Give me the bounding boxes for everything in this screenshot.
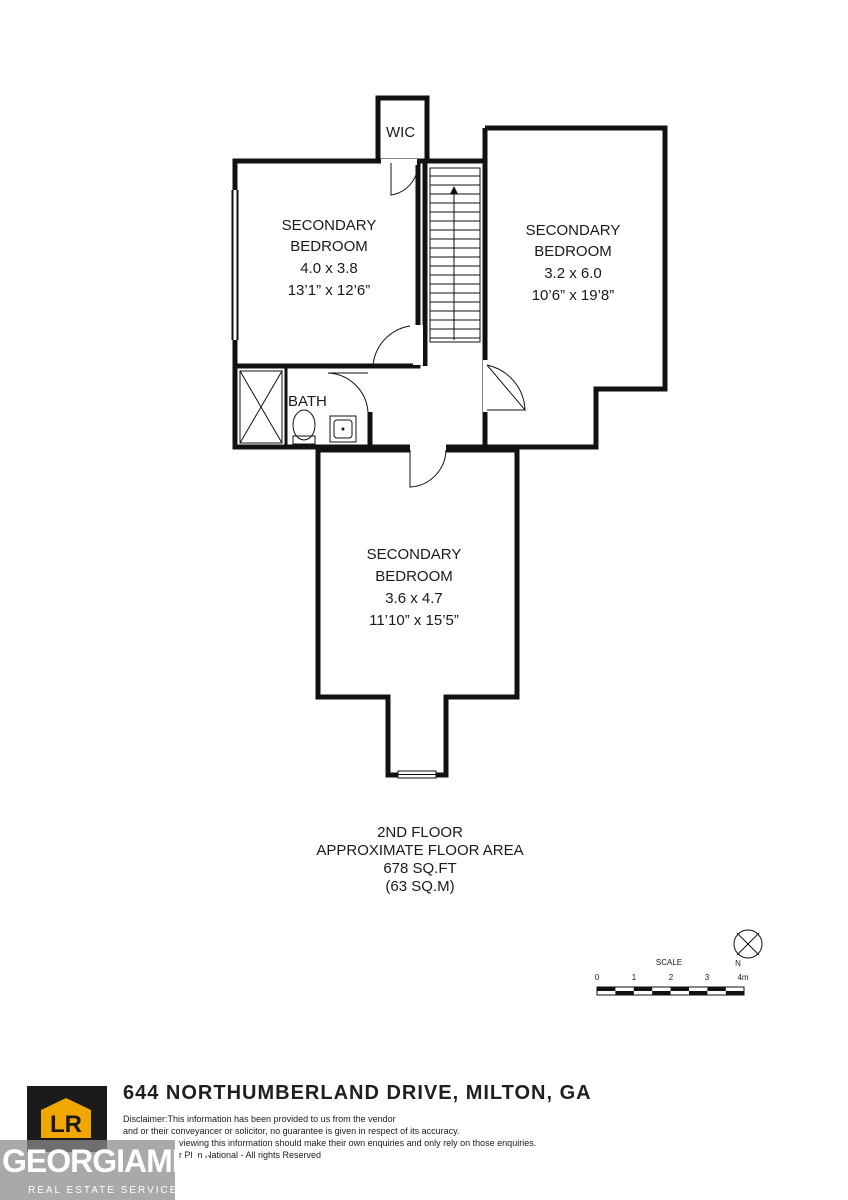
bedroom-bottom-imperial: 11’10” x 15’5”: [369, 612, 459, 629]
bedroom-left-metric: 4.0 x 3.8: [300, 260, 358, 277]
scale-tick-1: 1: [632, 973, 637, 982]
disclaimer-line-3: viewing this information should make the…: [179, 1138, 537, 1148]
floor-area-sqft: 678 SQ.FT: [383, 860, 457, 877]
floor-name: 2ND FLOOR: [377, 824, 463, 841]
floor-area-sqm: (63 SQ.M): [385, 878, 455, 895]
scale-tick-0: 0: [595, 973, 600, 982]
door-bedroom-bottom: [409, 449, 447, 488]
sink: [329, 415, 357, 443]
lr-logo-icon: LR: [41, 1098, 91, 1138]
scale-tick-3: 3: [705, 973, 710, 982]
scale-tick-2: 2: [669, 973, 674, 982]
bedroom-bottom-line1: SECONDARY: [367, 546, 462, 563]
bedroom-left-imperial: 13’1” x 12’6”: [288, 282, 371, 299]
property-address: 644 NORTHUMBERLAND DRIVE, MILTON, GA: [123, 1082, 592, 1104]
north-label: N: [735, 959, 741, 968]
wall-bath: [232, 366, 373, 450]
disclaimer-line-4: r Plan National - All rights Reserved: [179, 1150, 322, 1160]
bedroom-right-line1: SECONDARY: [526, 222, 621, 239]
bedroom-right-metric: 3.2 x 6.0: [544, 265, 602, 282]
disclaimer: Disclaimer:This information has been pro…: [123, 1113, 536, 1161]
disclaimer-line-2: and or their conveyancer or solicitor, n…: [123, 1126, 460, 1136]
scale-bar: [596, 986, 745, 996]
bedroom-left-line2: BEDROOM: [290, 238, 368, 255]
window-left: [233, 190, 237, 340]
bath-label: BATH: [288, 393, 327, 410]
floor-area-label: APPROXIMATE FLOOR AREA: [316, 842, 524, 859]
wic-label: WIC: [386, 124, 415, 141]
north-compass-icon: N: [733, 929, 763, 968]
door-bedroom-left: [372, 325, 411, 367]
scale-label: SCALE: [656, 958, 682, 967]
bedroom-left-line1: SECONDARY: [282, 217, 377, 234]
georgiamls-subtitle: REAL ESTATE SERVICES: [28, 1185, 188, 1196]
bedroom-right-line2: BEDROOM: [534, 243, 612, 260]
wall-wic: [375, 95, 430, 161]
bedroom-bottom-line2: BEDROOM: [375, 568, 453, 585]
bedroom-bottom-metric: 3.6 x 4.7: [385, 590, 443, 607]
bedroom-right-imperial: 10’6” x 19’8”: [532, 287, 615, 304]
shower: [239, 370, 283, 444]
scale-tick-4: 4m: [737, 973, 748, 982]
lr-logo-letters: LR: [50, 1111, 82, 1138]
georgiamls-watermark: [0, 1140, 175, 1200]
door-bath: [327, 372, 369, 413]
floor-area-block: 2ND FLOOR APPROXIMATE FLOOR AREA 678 SQ.…: [270, 824, 570, 896]
disclaimer-line-1: Disclaimer:This information has been pro…: [123, 1114, 396, 1124]
georgiamls-name: GEORGIAMLS: [2, 1143, 212, 1179]
scale-ticks: 0 1 2 3 4m: [595, 973, 749, 982]
toilet: [292, 409, 316, 441]
door-wic: [390, 163, 419, 196]
stairs: [429, 167, 481, 343]
